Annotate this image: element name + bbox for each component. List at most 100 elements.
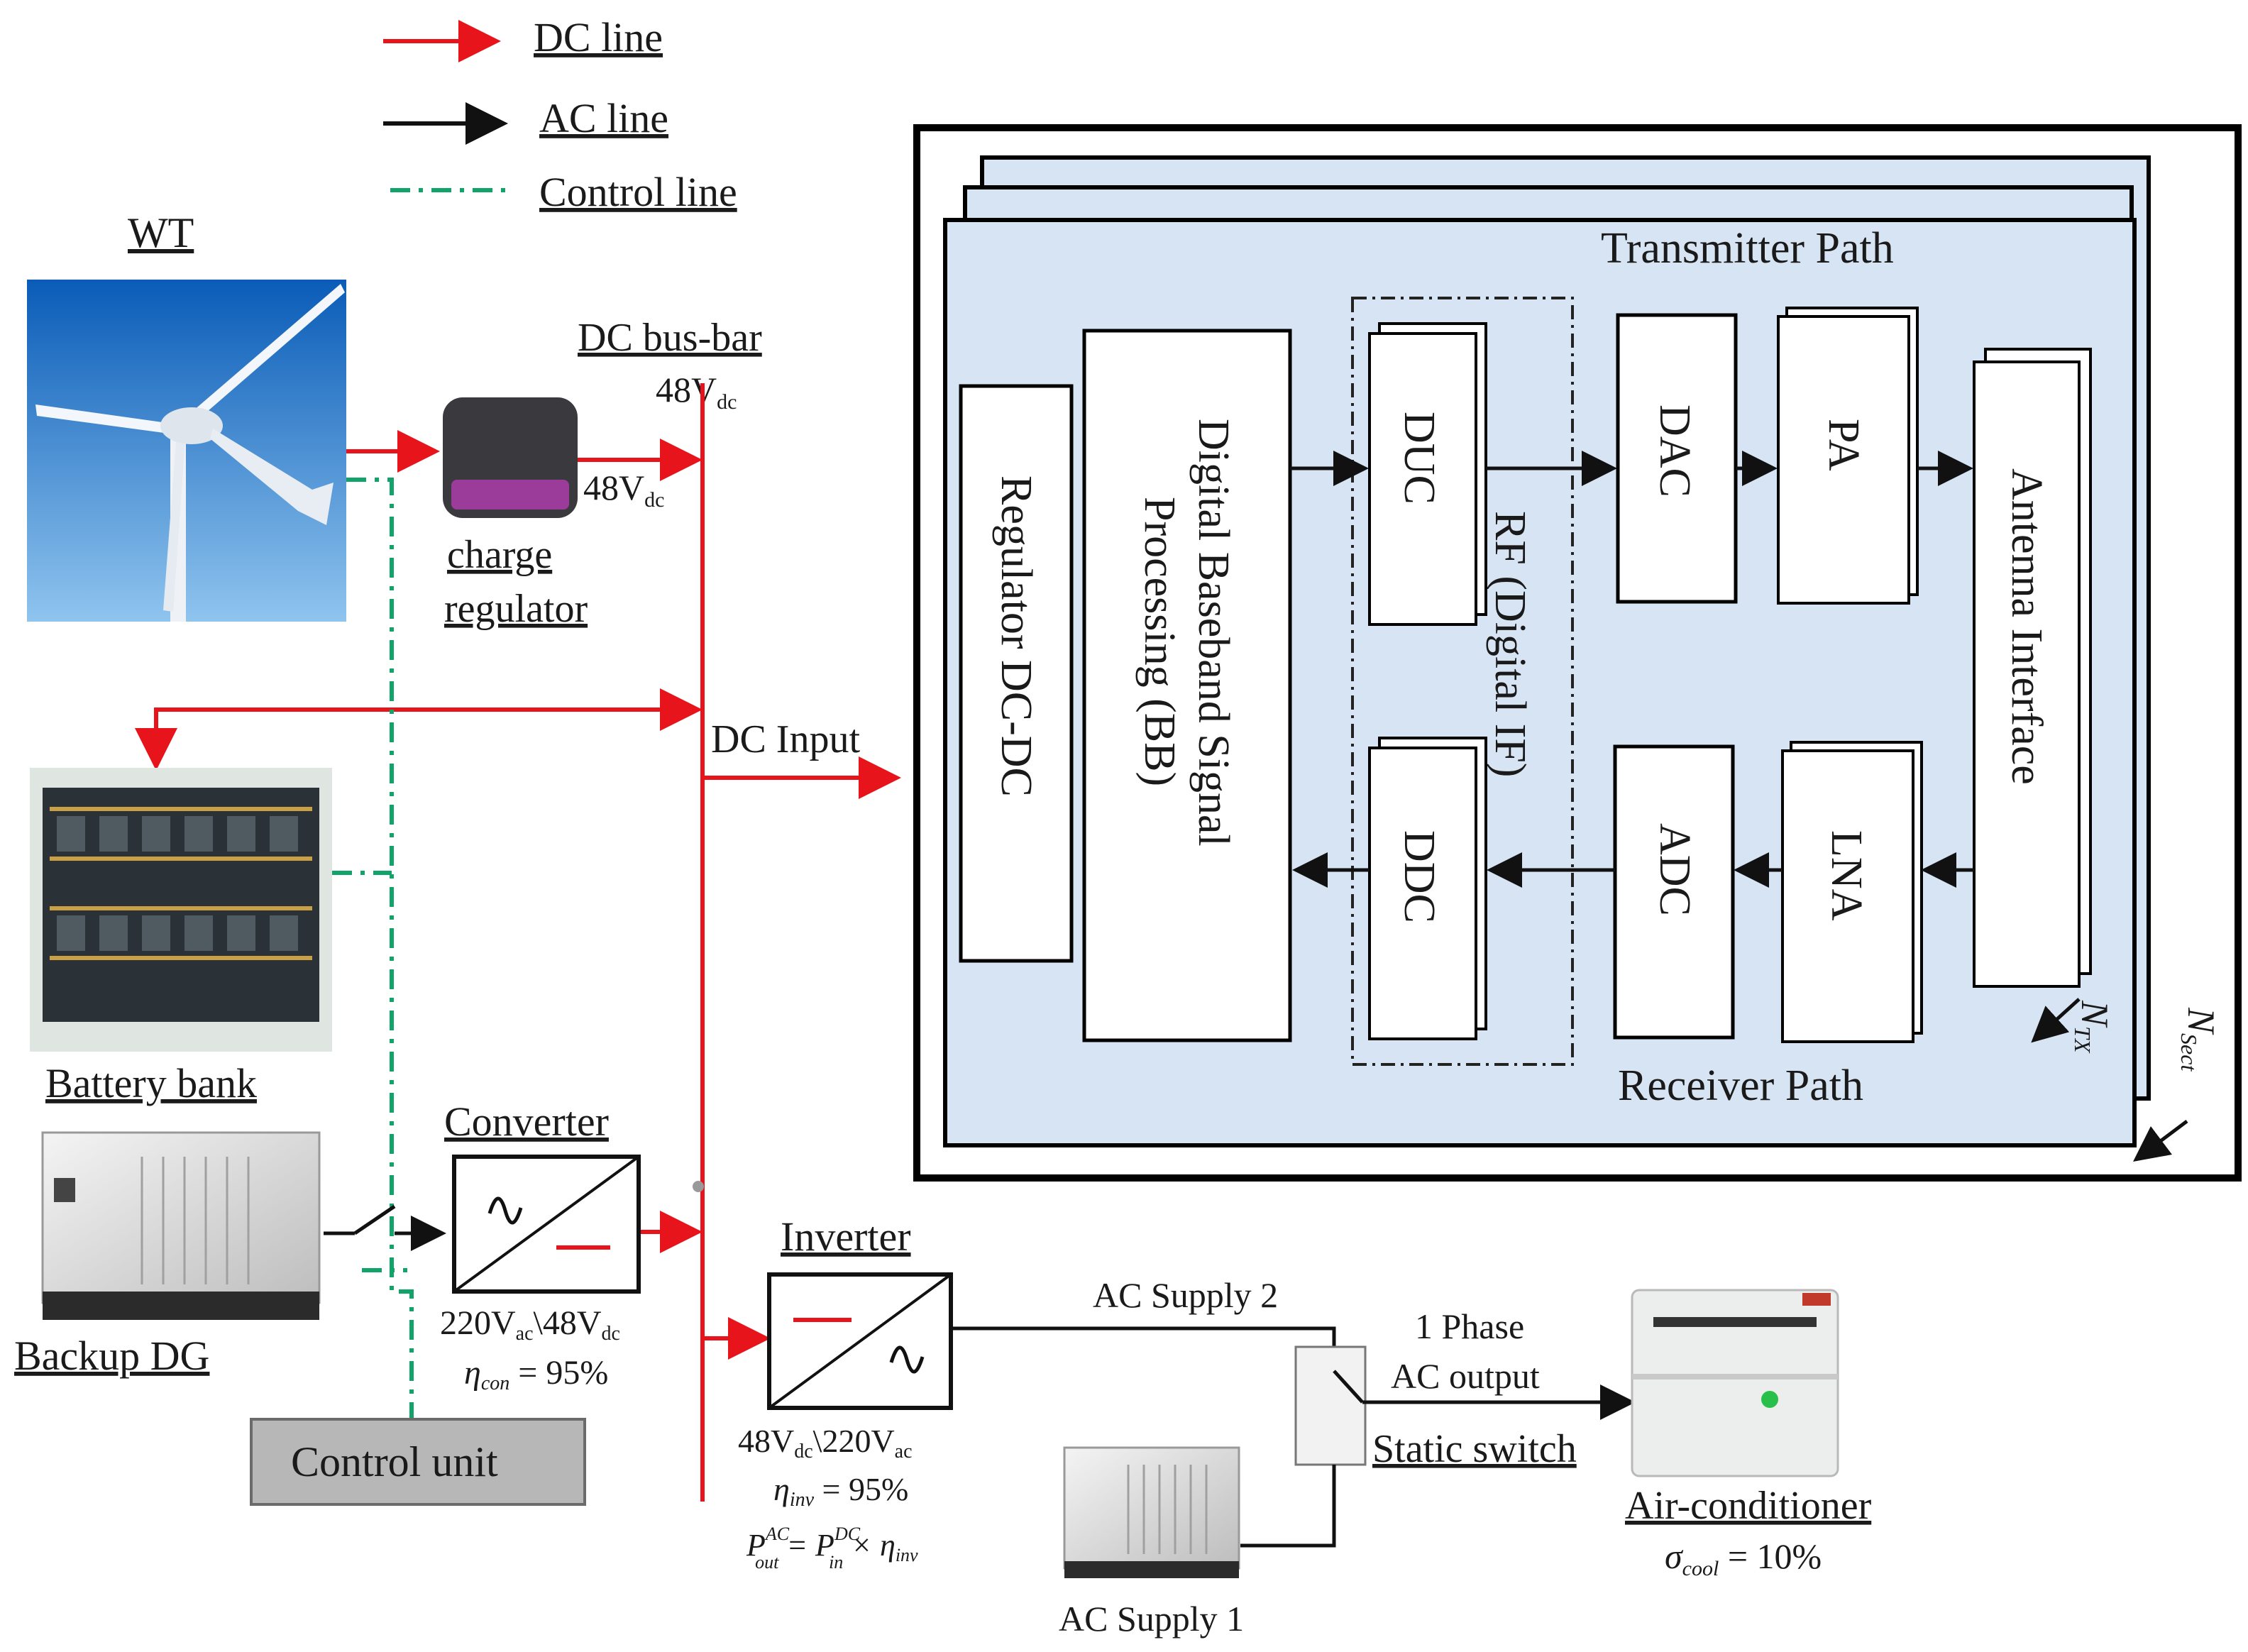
- ntx-arrow: [2031, 998, 2081, 1043]
- air-conditioner-icon: [1631, 1289, 1839, 1477]
- nsect-label: NSect: [2176, 1007, 2222, 1072]
- dc-busbar-label: DC bus-bar: [578, 316, 762, 360]
- ac-side: AC Supply 2 1 Phase AC output Static swi…: [951, 1275, 1872, 1639]
- phase-output-label-2: AC output: [1391, 1356, 1540, 1396]
- pa-box: [1777, 315, 1910, 605]
- ac-supply-1-line: [1240, 1465, 1336, 1548]
- converter: Converter 220Vac\48Vdc ηcon = 95%: [440, 1098, 641, 1394]
- rf-label: RF (Digital IF): [1486, 511, 1534, 777]
- ac-supply-2-label: AC Supply 2: [1093, 1275, 1278, 1315]
- receiver-path-label: Receiver Path: [1618, 1062, 1863, 1110]
- converter-ac-symbol-icon: [487, 1196, 523, 1225]
- dbb-box: [1082, 329, 1292, 1042]
- bus-to-battery-dc-line: [135, 707, 698, 771]
- charge-regulator-label-1: charge: [447, 533, 552, 577]
- nsect-arrow: [2133, 1120, 2188, 1162]
- wt-blade-icon: [163, 424, 186, 612]
- ddc-box: [1368, 747, 1477, 1040]
- air-conditioner-seam: [1632, 1374, 1838, 1380]
- dc-input-label: DC Input: [711, 717, 860, 761]
- duc-label: DUC: [1395, 412, 1443, 505]
- static-switch-label: Static switch: [1372, 1427, 1577, 1471]
- adc-label: ADC: [1651, 823, 1699, 916]
- ac-supply-2-line: [951, 1326, 1336, 1371]
- battery-cells-icon: [57, 816, 298, 951]
- lna-box: [1781, 749, 1914, 1043]
- static-switch-box: [1294, 1345, 1367, 1466]
- rf-dashed-group: [1351, 297, 1574, 1066]
- wind-turbine: WT: [27, 209, 346, 622]
- backup-dg-vents-icon: [140, 1157, 250, 1284]
- converter-rating: 220Vac\48Vdc: [440, 1304, 620, 1345]
- regulator-dcdc-label: Regulator DC-DC: [992, 475, 1040, 797]
- static-switch-icon: [1333, 1370, 1364, 1404]
- bts-block: Transmitter Path Receiver Path Regulator…: [913, 124, 2242, 1182]
- bts-signal-arrows: [1290, 451, 2188, 1162]
- regulator-dcdc-box: [959, 384, 1074, 963]
- adc-box: [1613, 744, 1735, 1040]
- air-conditioner-led-icon: [1761, 1391, 1778, 1408]
- battery-terminals-icon: [50, 807, 312, 960]
- dc-lines: [135, 430, 901, 1360]
- control-unit-box: [250, 1418, 586, 1506]
- dac-label: DAC: [1651, 404, 1699, 497]
- phase-output-label-1: 1 Phase: [1415, 1306, 1524, 1346]
- air-conditioner-slot-icon: [1653, 1317, 1817, 1327]
- pa-label: PA: [1819, 419, 1868, 471]
- ac-supply-1-vents-icon: [1127, 1465, 1208, 1554]
- backup-dg-generator-icon: [41, 1131, 321, 1304]
- backup-dg-label: Backup DG: [14, 1333, 209, 1379]
- lna-label: LNA: [1822, 830, 1870, 921]
- battery-label: Battery bank: [45, 1060, 257, 1106]
- inverter-diagonal: [768, 1273, 952, 1409]
- inverter-efficiency: ηinv = 95%: [773, 1471, 908, 1511]
- ac-supply-1-generator-icon: [1063, 1446, 1240, 1570]
- air-conditioner-badge: [1802, 1293, 1831, 1306]
- backup-dg-panel-icon: [54, 1178, 75, 1202]
- antenna-box: [1973, 360, 2081, 988]
- wt-label: WT: [128, 209, 194, 256]
- dac-box: [1616, 313, 1738, 604]
- converter-label: Converter: [444, 1098, 609, 1145]
- dc-busbar: DC bus-bar 48Vdc: [578, 316, 762, 1502]
- converter-diagonal: [453, 1155, 640, 1293]
- air-conditioner-label: Air-conditioner: [1625, 1484, 1872, 1528]
- dbb-label-1: Digital Baseband Signal: [1189, 419, 1238, 847]
- inverter-ac-symbol-icon: [889, 1345, 925, 1374]
- inverter-label: Inverter: [781, 1213, 911, 1260]
- backup-dg-base: [43, 1292, 319, 1320]
- ac-supply-1-label: AC Supply 1: [1059, 1599, 1244, 1639]
- wt-tailvane-icon: [210, 429, 334, 525]
- antenna-label: Antenna Interface: [2002, 468, 2051, 785]
- busbar-node: [693, 1181, 704, 1192]
- charge-regulator-label-2: regulator: [444, 587, 588, 631]
- control-unit-label: Control unit: [291, 1438, 498, 1485]
- ac-supply-1-base: [1064, 1561, 1239, 1578]
- control-lines: [332, 478, 414, 1419]
- wt-blade-icon: [35, 404, 177, 434]
- legend-control-label: Control line: [539, 169, 737, 215]
- wt-blade-icon: [177, 284, 345, 430]
- charge-regulator: charge regulator 48Vdc: [443, 397, 664, 631]
- charge-regulator-led-strip: [451, 480, 569, 510]
- legend-dc-label: DC line: [534, 14, 663, 60]
- wt-nacelle-icon: [160, 407, 223, 444]
- control-unit: Control unit: [250, 1418, 586, 1506]
- dbb-label-2: Processing (BB): [1135, 497, 1184, 786]
- ntx-label: NTX: [2070, 1000, 2116, 1054]
- dg-switch-icon: [353, 1204, 396, 1235]
- battery-bank: Battery bank: [30, 768, 332, 1106]
- inverter-rating: 48Vdc\220Vac: [738, 1423, 913, 1463]
- cooling-fraction: σcool = 10%: [1665, 1536, 1822, 1580]
- dc-busbar-voltage: 48Vdc: [656, 370, 737, 414]
- ddc-label: DDC: [1395, 830, 1443, 923]
- transmitter-path-label: Transmitter Path: [1601, 224, 1894, 272]
- converter-efficiency: ηcon = 95%: [464, 1354, 608, 1394]
- legend: DC line AC line Control line: [383, 14, 737, 215]
- legend-ac-label: AC line: [539, 95, 668, 141]
- regulator-output-voltage: 48Vdc: [583, 468, 664, 512]
- duc-box: [1368, 332, 1477, 626]
